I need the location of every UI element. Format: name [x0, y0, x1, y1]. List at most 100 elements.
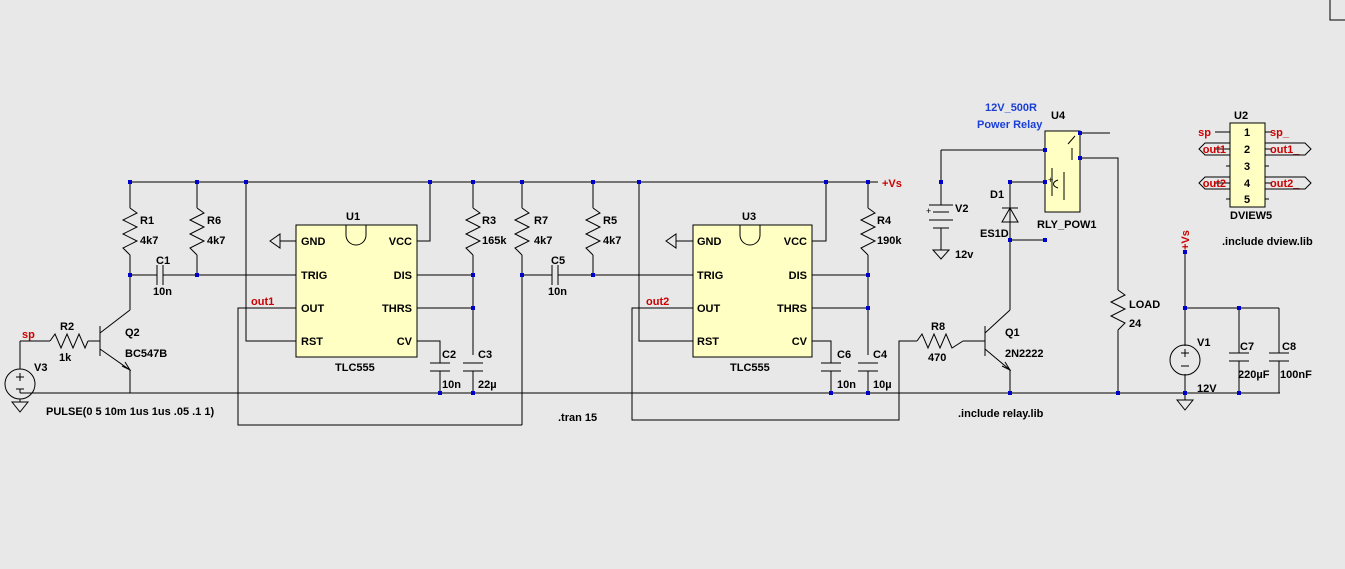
u3-pin-cv: CV [792, 336, 808, 348]
q2-transistor [99, 309, 132, 393]
c7-value: 220µF [1238, 369, 1270, 381]
r6-zigzag [188, 207, 206, 256]
c1-plates [156, 265, 164, 285]
resistors [49, 207, 1127, 350]
r5-zigzag [584, 207, 602, 256]
v3-ref: V3 [34, 362, 47, 374]
u4-value: RLY_POW1 [1037, 219, 1097, 231]
directive-relay-lib: .include relay.lib [958, 408, 1044, 420]
dview-pin-3: 3 [1244, 161, 1250, 173]
q1-transistor [984, 309, 1012, 376]
u1-pin-trig: TRIG [301, 270, 327, 282]
svg-text:+: + [1048, 175, 1053, 185]
u4-title1: 12V_500R [985, 102, 1037, 114]
c5-value: 10n [548, 286, 567, 298]
directive-tran: .tran 15 [558, 412, 597, 424]
c4-ref: C4 [873, 349, 888, 361]
r5-ref: R5 [603, 215, 617, 227]
net-sp: sp [22, 329, 35, 341]
u3-pin-trig: TRIG [697, 270, 723, 282]
v3-source [4, 368, 36, 413]
dview-in-out1: out1 [1203, 144, 1226, 156]
u1-ref: U1 [346, 211, 360, 223]
out2-in-flag [1198, 176, 1231, 190]
u1-pin-thrs: THRS [382, 303, 412, 315]
u1-pin-out: OUT [301, 303, 325, 315]
capacitors [156, 265, 1289, 372]
dview-pin-2: 2 [1244, 144, 1250, 156]
v2-ref: V2 [955, 203, 968, 215]
r3-ref: R3 [482, 215, 496, 227]
out1-in-flag [1198, 142, 1231, 156]
r2-zigzag [49, 332, 89, 350]
q1-ref: Q1 [1005, 327, 1020, 339]
r4-value: 190k [877, 235, 902, 247]
svg-text:+: + [926, 206, 931, 216]
d1-value: ES1D [980, 228, 1009, 240]
wires [19, 132, 1280, 426]
r4-zigzag [859, 207, 877, 256]
u1-pin-cv: CV [397, 336, 413, 348]
ic-u3 [692, 224, 813, 358]
c5-ref: C5 [551, 255, 565, 267]
c8-value: 100nF [1280, 369, 1312, 381]
u4-title2: Power Relay [977, 119, 1043, 131]
c6-plates [821, 362, 841, 372]
r8-value: 470 [928, 352, 946, 364]
c3-ref: C3 [478, 349, 492, 361]
c5-plates [551, 265, 559, 285]
dview-out-sp: sp_ [1270, 127, 1290, 139]
v3-value: PULSE(0 5 10m 1us 1us .05 .1 1) [46, 406, 214, 418]
v1-source [1169, 344, 1201, 411]
v1-ref: V1 [1197, 337, 1210, 349]
load-zigzag [1109, 289, 1127, 331]
u3-pin-out: OUT [697, 303, 721, 315]
d1-ref: D1 [990, 189, 1004, 201]
out1-out-flag [1264, 142, 1312, 156]
c2-value: 10n [442, 379, 461, 391]
dview-in-out2: out2 [1203, 178, 1226, 190]
junction-dots [128, 131, 1241, 395]
c2-ref: C2 [442, 349, 456, 361]
relay-u4: + [1044, 130, 1081, 213]
corner-mark [1329, 0, 1345, 21]
r5-value: 4k7 [603, 235, 621, 247]
r7-ref: R7 [534, 215, 548, 227]
dview-pin-1: 1 [1244, 127, 1250, 139]
c8-plates [1269, 352, 1289, 362]
dview-pin-5: 5 [1244, 194, 1250, 206]
u4-ref: U4 [1051, 110, 1066, 122]
net-out1: out1 [251, 296, 274, 308]
v2-value: 12v [955, 249, 974, 261]
c8-ref: C8 [1282, 341, 1296, 353]
u1-model: TLC555 [335, 362, 375, 374]
r3-zigzag [464, 207, 482, 256]
u3-pin-gnd: GND [697, 236, 722, 248]
r1-zigzag [121, 207, 139, 256]
dview-ref: U2 [1234, 110, 1248, 122]
c2-plates [430, 362, 450, 372]
r7-zigzag [513, 207, 531, 256]
u3-pin-rst: RST [697, 336, 719, 348]
load-value: 24 [1129, 318, 1142, 330]
r2-ref: R2 [60, 321, 74, 333]
r8-ref: R8 [931, 321, 945, 333]
net-out2: out2 [646, 296, 669, 308]
c4-plates [858, 362, 878, 372]
c7-plates [1229, 352, 1249, 362]
q2-value: BC547B [125, 348, 167, 360]
dview-model: DVIEW5 [1230, 210, 1272, 222]
c7-ref: C7 [1240, 341, 1254, 353]
ic-u1 [295, 224, 418, 358]
c6-value: 10n [837, 379, 856, 391]
u1-pin-gnd: GND [301, 236, 326, 248]
u1-pin-dis: DIS [394, 270, 412, 282]
q1-value: 2N2222 [1005, 348, 1044, 360]
u1-pin-vcc: VCC [389, 236, 412, 248]
r1-value: 4k7 [140, 235, 158, 247]
load-ref: LOAD [1129, 299, 1160, 311]
d1-diode [1001, 206, 1019, 223]
q2-ref: Q2 [125, 327, 140, 339]
u1-pin-rst: RST [301, 336, 323, 348]
